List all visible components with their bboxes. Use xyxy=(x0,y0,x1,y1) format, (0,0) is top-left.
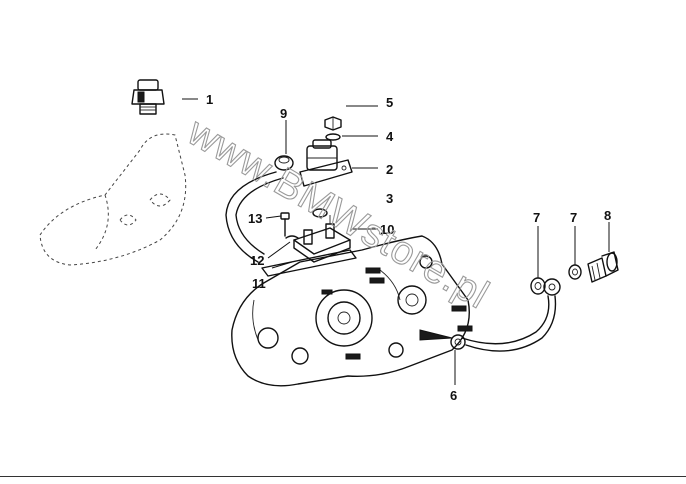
washer-part-7-left xyxy=(530,277,546,295)
clip-part-12 xyxy=(285,235,299,239)
callout-11: 11 xyxy=(252,276,266,291)
callout-6: 6 xyxy=(450,388,457,403)
callout-10: 10 xyxy=(380,222,394,237)
callout-2: 2 xyxy=(386,162,393,177)
banjo-bolt-part-8 xyxy=(587,251,619,283)
callout-labels: 1 9 5 4 2 3 13 10 12 11 7 7 8 6 xyxy=(206,92,611,403)
nut-part-5 xyxy=(324,116,342,131)
washer-part-7-right xyxy=(568,264,582,280)
sensor-part-1 xyxy=(131,79,165,115)
bottom-divider xyxy=(0,476,686,477)
callout-9: 9 xyxy=(280,106,287,121)
callout-8: 8 xyxy=(604,208,611,223)
cap-part-9 xyxy=(274,155,294,171)
bracket-part-11 xyxy=(261,249,357,277)
vacuum-hose xyxy=(225,171,284,263)
callout-13: 13 xyxy=(248,211,262,226)
callout-7-left: 7 xyxy=(533,210,540,225)
watermark-text: www.BMWstore.pl xyxy=(180,109,497,317)
pipe-part-6 xyxy=(419,278,561,352)
callout-7-right: 7 xyxy=(570,210,577,225)
injection-pump-housing xyxy=(231,235,473,387)
bolt-part-13 xyxy=(280,212,290,237)
o-ring-part-3 xyxy=(312,208,328,218)
callout-5: 5 xyxy=(386,95,393,110)
callout-12: 12 xyxy=(250,253,264,268)
leader-lines xyxy=(182,98,610,385)
callout-3: 3 xyxy=(386,191,393,206)
mounting-block-part-10 xyxy=(293,215,351,263)
washer-part-4 xyxy=(325,133,341,141)
callout-1: 1 xyxy=(206,92,213,107)
callout-4: 4 xyxy=(386,129,394,144)
ghost-manifold-outline xyxy=(39,133,187,266)
valve-part-2 xyxy=(299,139,353,187)
